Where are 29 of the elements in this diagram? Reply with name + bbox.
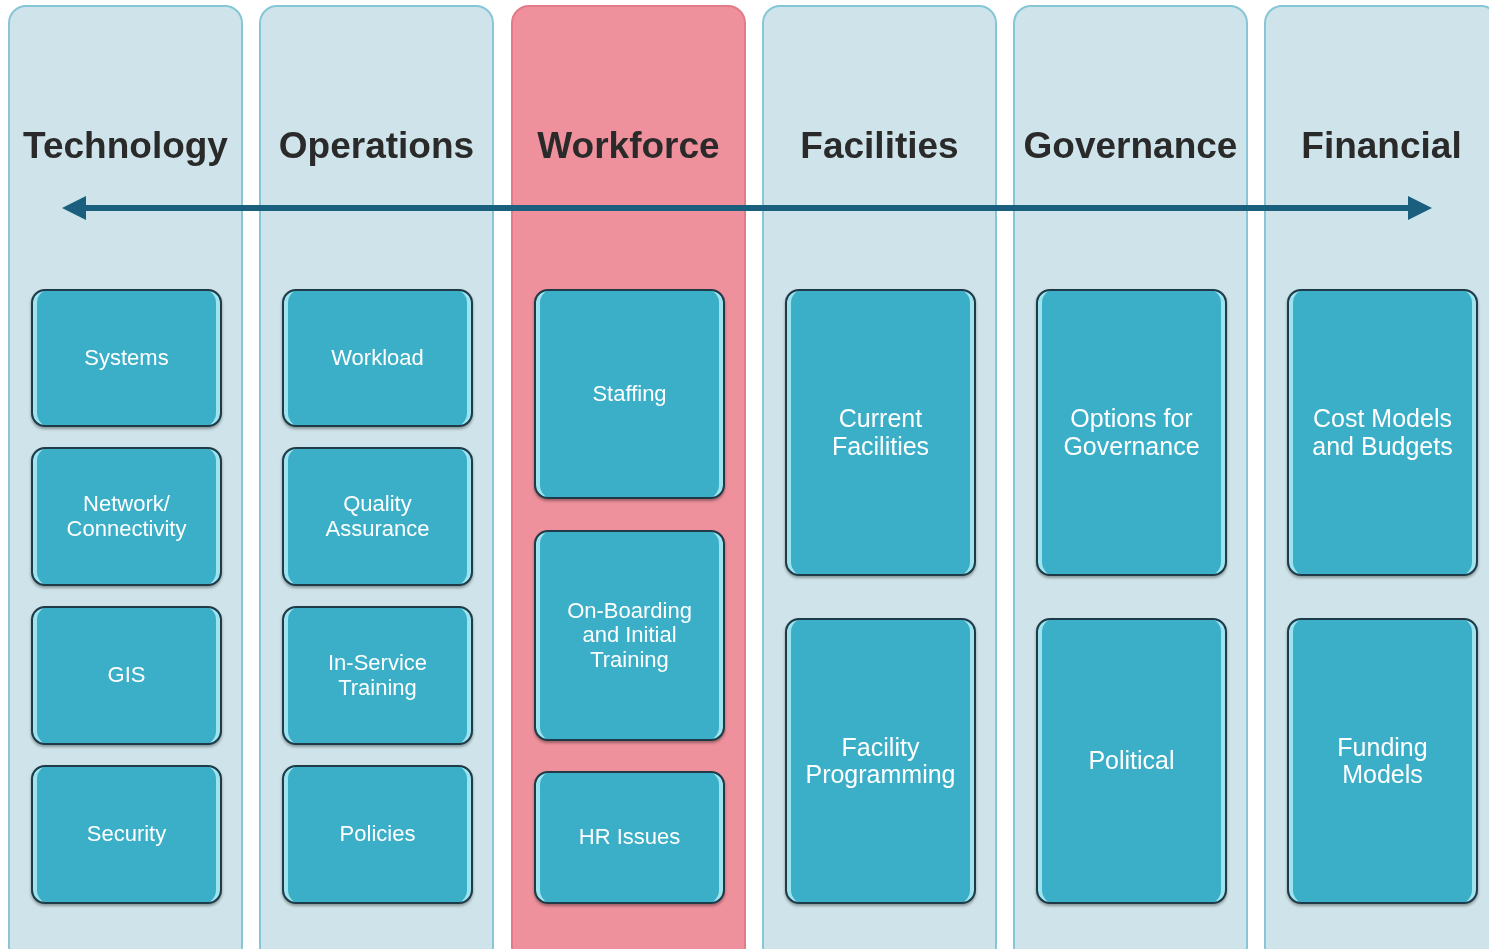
topic-box: Options for Governance [1036, 289, 1227, 576]
category-column [8, 5, 243, 949]
category-column [511, 5, 746, 949]
category-column [1013, 5, 1248, 949]
column-heading: Operations [277, 125, 476, 167]
category-column [762, 5, 997, 949]
topic-box: Cost Models and Budgets [1287, 289, 1478, 576]
column-heading: Technology [22, 125, 229, 167]
topic-box: On-Boarding and Initial Training [534, 530, 725, 741]
topic-box: Systems [31, 289, 222, 427]
topic-box: Staffing [534, 289, 725, 499]
topic-box: Funding Models [1287, 618, 1478, 904]
topic-box: Facility Programming [785, 618, 976, 904]
column-heading: Facilities [799, 125, 960, 167]
column-heading: Governance [1022, 125, 1239, 167]
category-column [1264, 5, 1489, 949]
topic-box: Political [1036, 618, 1227, 904]
topic-box: Quality Assurance [282, 447, 473, 586]
column-heading: Financial [1300, 125, 1463, 167]
category-column [259, 5, 494, 949]
column-heading: Workforce [536, 125, 721, 167]
topic-box: In-Service Training [282, 606, 473, 745]
topic-box: Workload [282, 289, 473, 427]
topic-box: HR Issues [534, 771, 725, 904]
topic-box: Network/ Connectivity [31, 447, 222, 586]
topic-box: Current Facilities [785, 289, 976, 576]
topic-box: Policies [282, 765, 473, 904]
topic-box: Security [31, 765, 222, 904]
topic-box: GIS [31, 606, 222, 745]
